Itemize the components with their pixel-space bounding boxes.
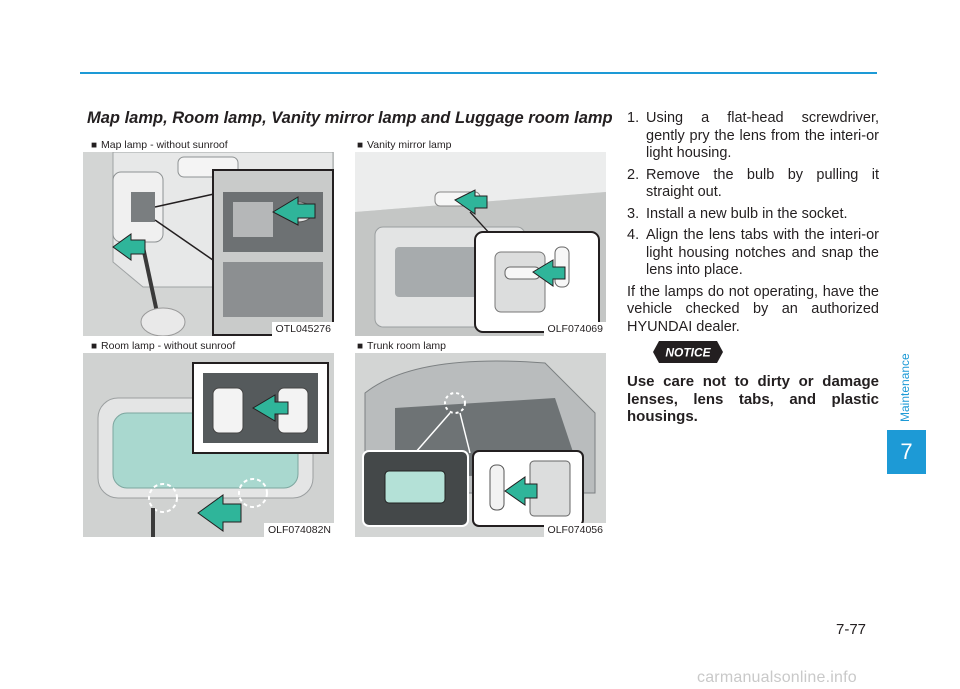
- figure-code: OTL045276: [271, 322, 334, 336]
- figure-caption-trunk-lamp: ■Trunk room lamp: [357, 340, 447, 352]
- notice-text: Use care not to dirty or damage lenses, …: [627, 373, 879, 425]
- notice-label: NOTICE: [665, 346, 711, 360]
- instruction-steps: 1.Using a flat-head screwdriver, gently …: [627, 110, 879, 336]
- step-item: 1.Using a flat-head screwdriver, gently …: [627, 110, 879, 161]
- vanity-lamp-illustration: [355, 152, 606, 336]
- chapter-side-label: Maintenance: [898, 353, 912, 422]
- watermark: carmanualsonline.info: [697, 669, 857, 686]
- section-title: Map lamp, Room lamp, Vanity mirror lamp …: [87, 109, 613, 127]
- header-rule: [80, 72, 877, 74]
- step-item: 2.Remove the bulb by pulling it straight…: [627, 166, 879, 201]
- notice-badge-shape: NOTICE: [653, 341, 723, 363]
- step-item: 3.Install a new bulb in the socket.: [627, 205, 848, 222]
- figure-code: OLF074082N: [263, 523, 334, 537]
- chapter-tab: 7: [887, 430, 926, 474]
- figure-map-lamp: OTL045276: [83, 152, 334, 336]
- figure-caption-room-lamp: ■Room lamp - without sunroof: [91, 340, 236, 352]
- figure-caption-vanity-lamp: ■Vanity mirror lamp: [357, 139, 452, 151]
- figure-room-lamp: OLF074082N: [83, 353, 334, 537]
- figure-code: OLF074056: [543, 523, 606, 537]
- map-lamp-illustration: [83, 152, 334, 336]
- caption-marker: ■: [91, 140, 98, 151]
- figure-caption-map-lamp: ■Map lamp - without sunroof: [91, 139, 228, 151]
- caption-marker: ■: [357, 140, 364, 151]
- figure-code: OLF074069: [543, 322, 606, 336]
- caption-marker: ■: [91, 341, 98, 352]
- step-item: 4.Align the lens tabs with the interi-or…: [627, 227, 879, 278]
- figure-trunk-lamp: OLF074056: [355, 353, 606, 537]
- page-number: 7-77: [836, 621, 867, 638]
- trunk-lamp-illustration: [355, 353, 606, 537]
- figure-vanity-lamp: OLF074069: [355, 152, 606, 336]
- room-lamp-illustration: [83, 353, 334, 537]
- dealer-paragraph: If the lamps do not operating, have the …: [627, 283, 879, 335]
- caption-marker: ■: [357, 341, 364, 352]
